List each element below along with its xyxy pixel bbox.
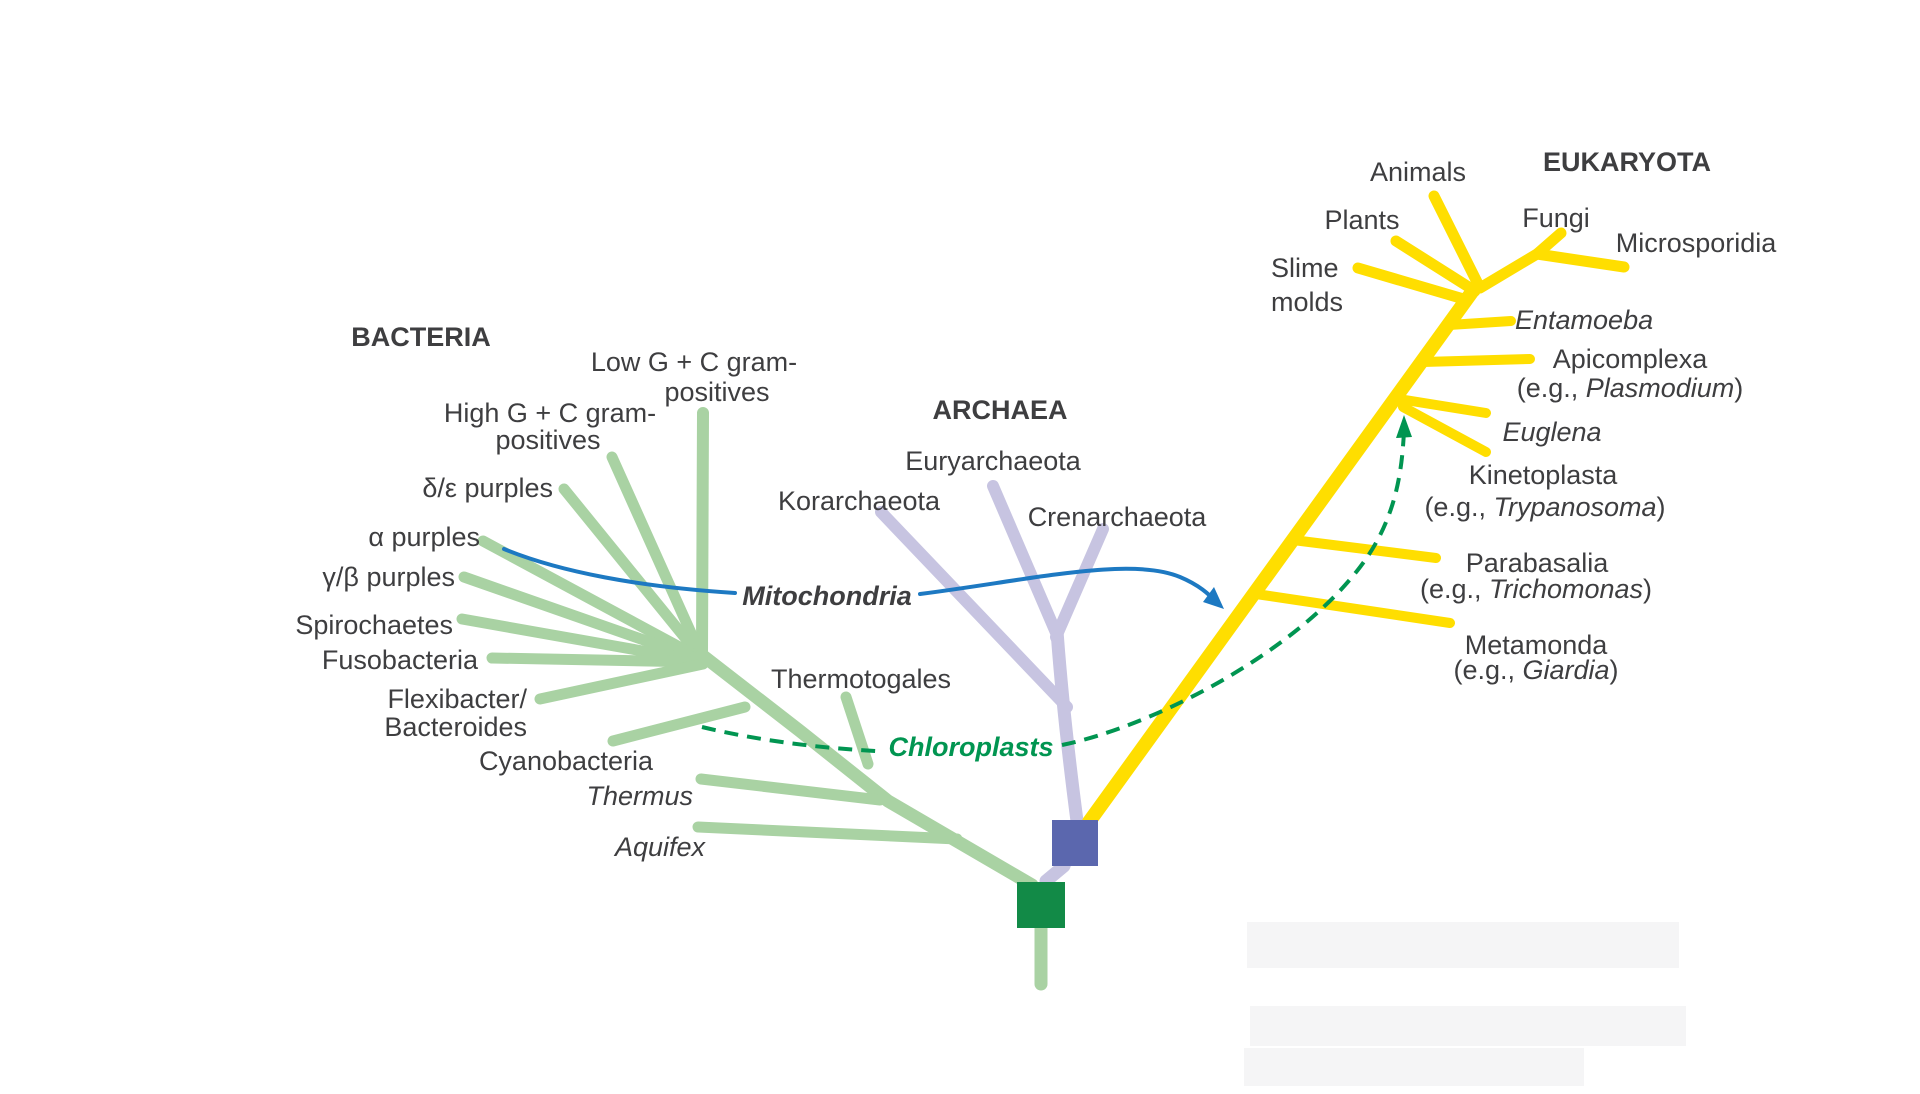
label-high-gc-line2: positives bbox=[495, 425, 600, 455]
label-mitochondria: Mitochondria bbox=[742, 581, 912, 611]
label-slime-line1: Slime bbox=[1271, 253, 1339, 283]
label-euglena: Euglena bbox=[1502, 417, 1601, 447]
label-spirochaetes: Spirochaetes bbox=[295, 610, 453, 640]
faint-watermark bbox=[1244, 922, 1686, 1086]
label-thermus: Thermus bbox=[586, 781, 693, 811]
label-aquifex: Aquifex bbox=[613, 832, 707, 862]
eukaryota-branch-plants bbox=[1390, 235, 1481, 297]
eukaryota-branch-apicomplexa bbox=[1418, 354, 1535, 367]
label-metamonda-example: (e.g., Giardia) bbox=[1453, 655, 1618, 685]
watermark-block bbox=[1250, 1006, 1686, 1046]
archaea-branch-euryarchaeota bbox=[987, 480, 1063, 641]
label-microsporidia: Microsporidia bbox=[1616, 228, 1778, 258]
label-fungi: Fungi bbox=[1522, 203, 1590, 233]
bacteria-branch-thermus bbox=[695, 773, 886, 806]
label-apicomplexa-example: (e.g., Plasmodium) bbox=[1517, 373, 1744, 403]
bacteria-branch-low-gc bbox=[696, 407, 709, 658]
label-alpha-purples: α purples bbox=[368, 522, 480, 552]
eukaryota-branch-metamonda bbox=[1251, 589, 1455, 628]
mitochondria-arrow-left-segment bbox=[502, 547, 737, 595]
label-plants: Plants bbox=[1324, 205, 1399, 235]
label-parabasalia: Parabasalia bbox=[1466, 548, 1610, 578]
label-animals: Animals bbox=[1370, 157, 1466, 187]
bacteria-branch-flexibacter bbox=[534, 658, 709, 705]
label-euryarchaeota: Euryarchaeota bbox=[905, 446, 1082, 476]
bacteria-branch-delta-epsilon-purples bbox=[558, 483, 705, 661]
mitochondria-arrow-right-segment bbox=[918, 566, 1219, 605]
eukaryota-heading: EUKARYOTA bbox=[1543, 147, 1711, 177]
watermark-block bbox=[1244, 1048, 1584, 1086]
eukaryota-branch-microsporidia bbox=[1531, 248, 1630, 273]
label-flexibacter-line1: Flexibacter/ bbox=[387, 684, 527, 714]
eukaryota-branch-kinetoplasta bbox=[1398, 402, 1491, 457]
bacteria-branch-thermotogales bbox=[840, 691, 874, 770]
label-thermotogales: Thermotogales bbox=[771, 664, 951, 694]
bacteria-branch-gamma-beta-purples bbox=[458, 571, 704, 665]
bacteria-heading: BACTERIA bbox=[351, 322, 491, 352]
archaea-branch-korarchaeota bbox=[875, 506, 1073, 713]
universal-ancestor-node bbox=[1017, 882, 1065, 928]
bacteria-branch-spirochaetes bbox=[456, 613, 705, 667]
bacteria-branch-alpha-purples bbox=[477, 535, 704, 663]
label-crenarchaeota: Crenarchaeota bbox=[1028, 502, 1208, 532]
label-chloroplasts: Chloroplasts bbox=[888, 732, 1053, 762]
bacteria-tree bbox=[456, 407, 1048, 991]
chloroplast-arrow-right-segment bbox=[1061, 430, 1406, 747]
bacteria-branch-aquifex bbox=[692, 821, 963, 845]
label-korarchaeota: Korarchaeota bbox=[778, 486, 941, 516]
label-metamonda: Metamonda bbox=[1465, 630, 1609, 660]
eukaryota-branch-animals bbox=[1428, 190, 1485, 292]
chloroplast-arrow bbox=[701, 415, 1412, 753]
watermark-block bbox=[1247, 922, 1679, 968]
label-kinetoplasta-example: (e.g., Trypanosoma) bbox=[1424, 492, 1665, 522]
label-apicomplexa: Apicomplexa bbox=[1553, 344, 1709, 374]
label-low-gc-line2: positives bbox=[664, 377, 769, 407]
eukaryota-branch-euglena bbox=[1394, 394, 1491, 418]
label-kinetoplasta: Kinetoplasta bbox=[1469, 460, 1619, 490]
label-flexibacter-line2: Bacteroides bbox=[384, 712, 527, 742]
bacteria-branch-high-gc bbox=[606, 451, 706, 659]
chloroplast-arrowhead-icon bbox=[1396, 415, 1412, 438]
label-entamoeba: Entamoeba bbox=[1515, 305, 1653, 335]
archaea-heading: ARCHAEA bbox=[933, 395, 1068, 425]
mitochondria-arrowhead-icon bbox=[1203, 587, 1224, 609]
label-low-gc-line1: Low G + C gram- bbox=[591, 347, 797, 377]
label-cyanobacteria: Cyanobacteria bbox=[479, 746, 654, 776]
archaea-eukaryota-ancestor-node bbox=[1052, 820, 1098, 866]
eukaryota-tree bbox=[1082, 190, 1630, 829]
bacteria-branch-fusobacteria bbox=[486, 652, 707, 668]
eukaryota-branch-entamoeba bbox=[1444, 316, 1516, 330]
archaea-branch-crenarchaeota bbox=[1050, 523, 1109, 643]
label-delta-epsilon-purples: δ/ε purples bbox=[422, 473, 553, 503]
label-fusobacteria: Fusobacteria bbox=[322, 645, 479, 675]
eukaryota-branch-parabasalia bbox=[1288, 535, 1441, 563]
label-gamma-beta-purples: γ/β purples bbox=[322, 562, 455, 592]
eukaryota-branch-slime-molds bbox=[1352, 262, 1473, 306]
mitochondria-arrow bbox=[502, 547, 1224, 609]
label-parabasalia-example: (e.g., Trichomonas) bbox=[1420, 574, 1652, 604]
eukaryota-trunk bbox=[1082, 278, 1484, 829]
label-high-gc-line1: High G + C gram- bbox=[444, 398, 656, 428]
label-slime-line2: molds bbox=[1271, 287, 1343, 317]
bacteria-branch-cyanobacteria bbox=[607, 701, 751, 747]
